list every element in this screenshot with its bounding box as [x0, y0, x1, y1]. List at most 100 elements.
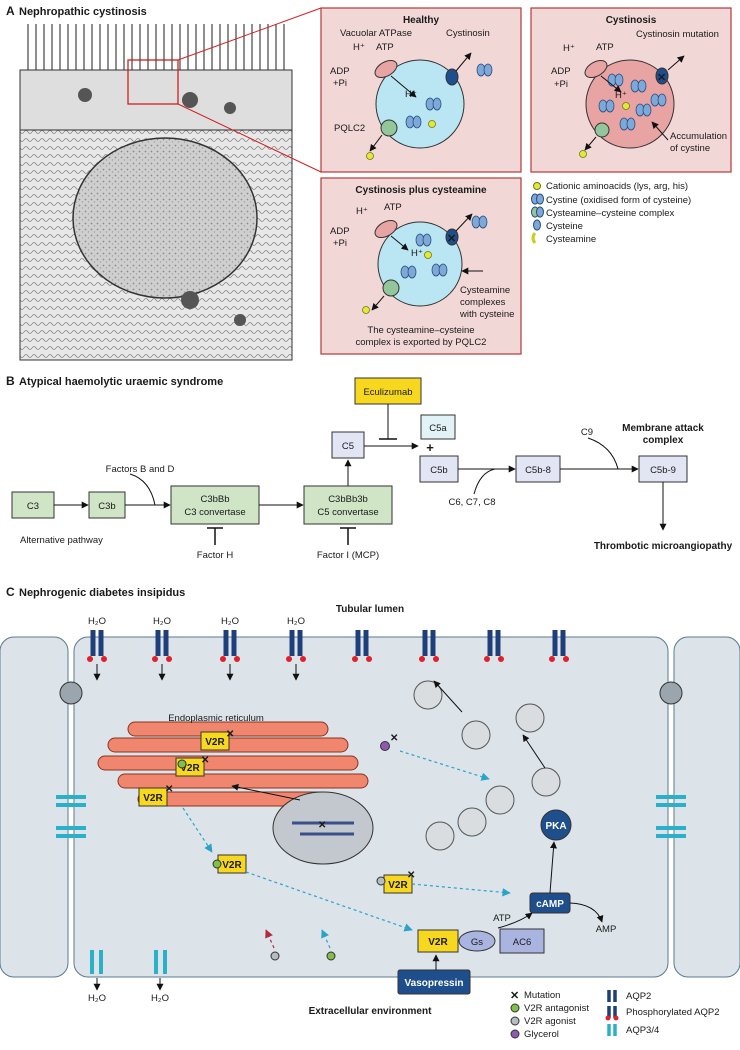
camp-label: cAMP	[536, 899, 564, 910]
vesicle	[425, 821, 455, 851]
legend-c-right-1: Phosphorylated AQP2	[626, 1007, 719, 1018]
healthy-pqlc2-icon	[380, 119, 398, 137]
v2r-label: V2R	[388, 880, 408, 891]
legend-aqp34-icon	[607, 1024, 617, 1036]
factor-h-label: Factor H	[197, 550, 234, 561]
vesicle	[485, 785, 515, 815]
cell-illustration	[19, 7, 322, 361]
healthy-aminoacid-icons	[366, 120, 436, 160]
healthy-pi: +Pi	[333, 78, 347, 89]
cystinosis-atpase-icon	[584, 59, 608, 79]
vesicles	[413, 680, 561, 851]
c3bbb-box	[170, 485, 260, 525]
section-a-legend: Cationic aminoacids (lys, arg, his) Cyst…	[531, 181, 691, 245]
healthy-atpase-icon	[374, 59, 398, 79]
er-label: Endoplasmic reticulum	[168, 713, 264, 724]
microvilli	[27, 24, 285, 70]
section-b-title: Atypical haemolytic uraemic syndrome	[19, 376, 223, 388]
cysteamine-h-plus-top: H⁺	[356, 206, 368, 217]
legend-cysteamine-icon	[531, 232, 537, 244]
healthy-cystine-icons	[405, 63, 493, 129]
antagonist-dot	[326, 951, 336, 961]
plus-label: +	[426, 440, 434, 455]
vesicle	[461, 720, 491, 750]
mutation-marks: ✕ ✕ ✕ ✕ ✕	[165, 729, 415, 881]
section-a: A Nephropathic cystinosis Healthy Vacuol…	[6, 4, 732, 361]
h2o-label: H₂O	[221, 616, 239, 627]
healthy-vacuolar-atpase: Vacuolar ATPase	[340, 28, 412, 39]
svg-text:✕: ✕	[407, 870, 415, 881]
apical-aqp2: H₂O H₂O H₂O H₂O	[87, 616, 569, 681]
section-a-title: Nephropathic cystinosis	[19, 6, 147, 18]
aqp2-channel	[352, 630, 372, 662]
section-b: B Atypical haemolytic uraemic syndrome E…	[6, 374, 733, 561]
legend-a-4: Cysteamine	[546, 234, 596, 245]
healthy-title: Healthy	[403, 15, 440, 26]
h2o-label: H₂O	[153, 616, 171, 627]
cystinosis-inset: Cystinosis H⁺ ATP ADP +Pi Cystinosin mut…	[530, 7, 732, 173]
cystinosis-cystinosin-icon	[655, 67, 669, 85]
healthy-pqlc2: PQLC2	[334, 123, 365, 134]
legend-antagonist-icon	[510, 1003, 520, 1013]
mac-label-2: complex	[643, 435, 684, 446]
cysteamine-aminoacid-icons	[362, 251, 432, 314]
c6c7c8-label: C6, C7, C8	[449, 497, 496, 508]
lateral-aqp34	[56, 795, 686, 838]
zoom-line-bottom	[177, 103, 322, 173]
tma-label: Thrombotic microangiopathy	[594, 541, 733, 552]
c3bbb3b-box	[303, 485, 393, 525]
healthy-adp: ADP	[330, 66, 350, 77]
legend-a-2: Cysteamine–cysteine complex	[546, 208, 675, 219]
c3bbb3b-label-2: C5 convertase	[317, 507, 378, 518]
legend-a-3: Cysteine	[546, 221, 583, 232]
pka-label: PKA	[545, 821, 566, 832]
legend-c-left-2: V2R agonist	[524, 1016, 576, 1027]
nucleus-c	[272, 791, 374, 865]
v2r-label: V2R	[222, 860, 242, 871]
cystinosis-cystine-icons	[598, 73, 667, 131]
section-c-letter: C	[6, 585, 15, 599]
cysteamine-pi: +Pi	[333, 238, 347, 249]
tight-junction-left	[59, 681, 83, 705]
v2r-er-1: V2R	[200, 731, 230, 751]
organelles	[78, 88, 246, 326]
aqp2-channel	[152, 630, 172, 662]
v2r-membrane-label: V2R	[428, 937, 448, 948]
aqp2-channel	[549, 630, 569, 662]
svg-text:✕: ✕	[226, 729, 234, 740]
extracellular-label: Extracellular environment	[309, 1006, 432, 1017]
section-c-legend: ✕ Mutation V2R antagonist V2R agonist Gl…	[510, 990, 719, 1040]
legend-c-right-0: AQP2	[626, 991, 651, 1002]
c5b9-box	[638, 455, 688, 483]
aqp2-channel	[87, 630, 107, 662]
main-cell	[73, 636, 669, 978]
alt-pathway-label: Alternative pathway	[20, 535, 103, 546]
h2o-label: H₂O	[287, 616, 305, 627]
ac6-label: AC6	[513, 937, 531, 948]
cysteamine-complexes-2: complexes	[460, 297, 506, 308]
c5-label: C5	[342, 441, 354, 452]
c5a-box	[420, 414, 456, 440]
cysteamine-export-1: The cysteamine–cysteine	[367, 325, 474, 336]
vasopressin-box	[397, 969, 471, 995]
pka-node	[540, 809, 572, 841]
aqp2-channel	[419, 630, 439, 662]
zoom-box	[127, 59, 179, 105]
dna-mutation-icon: ✕	[318, 820, 326, 831]
aqp2-channel	[286, 630, 306, 662]
cysteamine-atp: ATP	[384, 202, 402, 213]
c5b-label: C5b	[430, 465, 447, 476]
legend-glycerol-icon	[510, 1029, 520, 1039]
section-b-letter: B	[6, 374, 15, 388]
c3-label: C3	[27, 501, 39, 512]
legend-mutation-icon: ✕	[510, 990, 519, 1002]
legend-a-0: Cationic aminoacids (lys, arg, his)	[546, 181, 688, 192]
svg-text:✕: ✕	[201, 755, 209, 766]
v2r-cytosol: V2R	[217, 854, 247, 874]
section-a-letter: A	[6, 4, 15, 18]
cystinosis-atp: ATP	[596, 42, 614, 53]
factor-i-label: Factor I (MCP)	[317, 550, 379, 561]
aqp2-channel	[484, 630, 504, 662]
svg-text:✕: ✕	[165, 784, 173, 795]
atp-c-label: ATP	[493, 913, 511, 924]
